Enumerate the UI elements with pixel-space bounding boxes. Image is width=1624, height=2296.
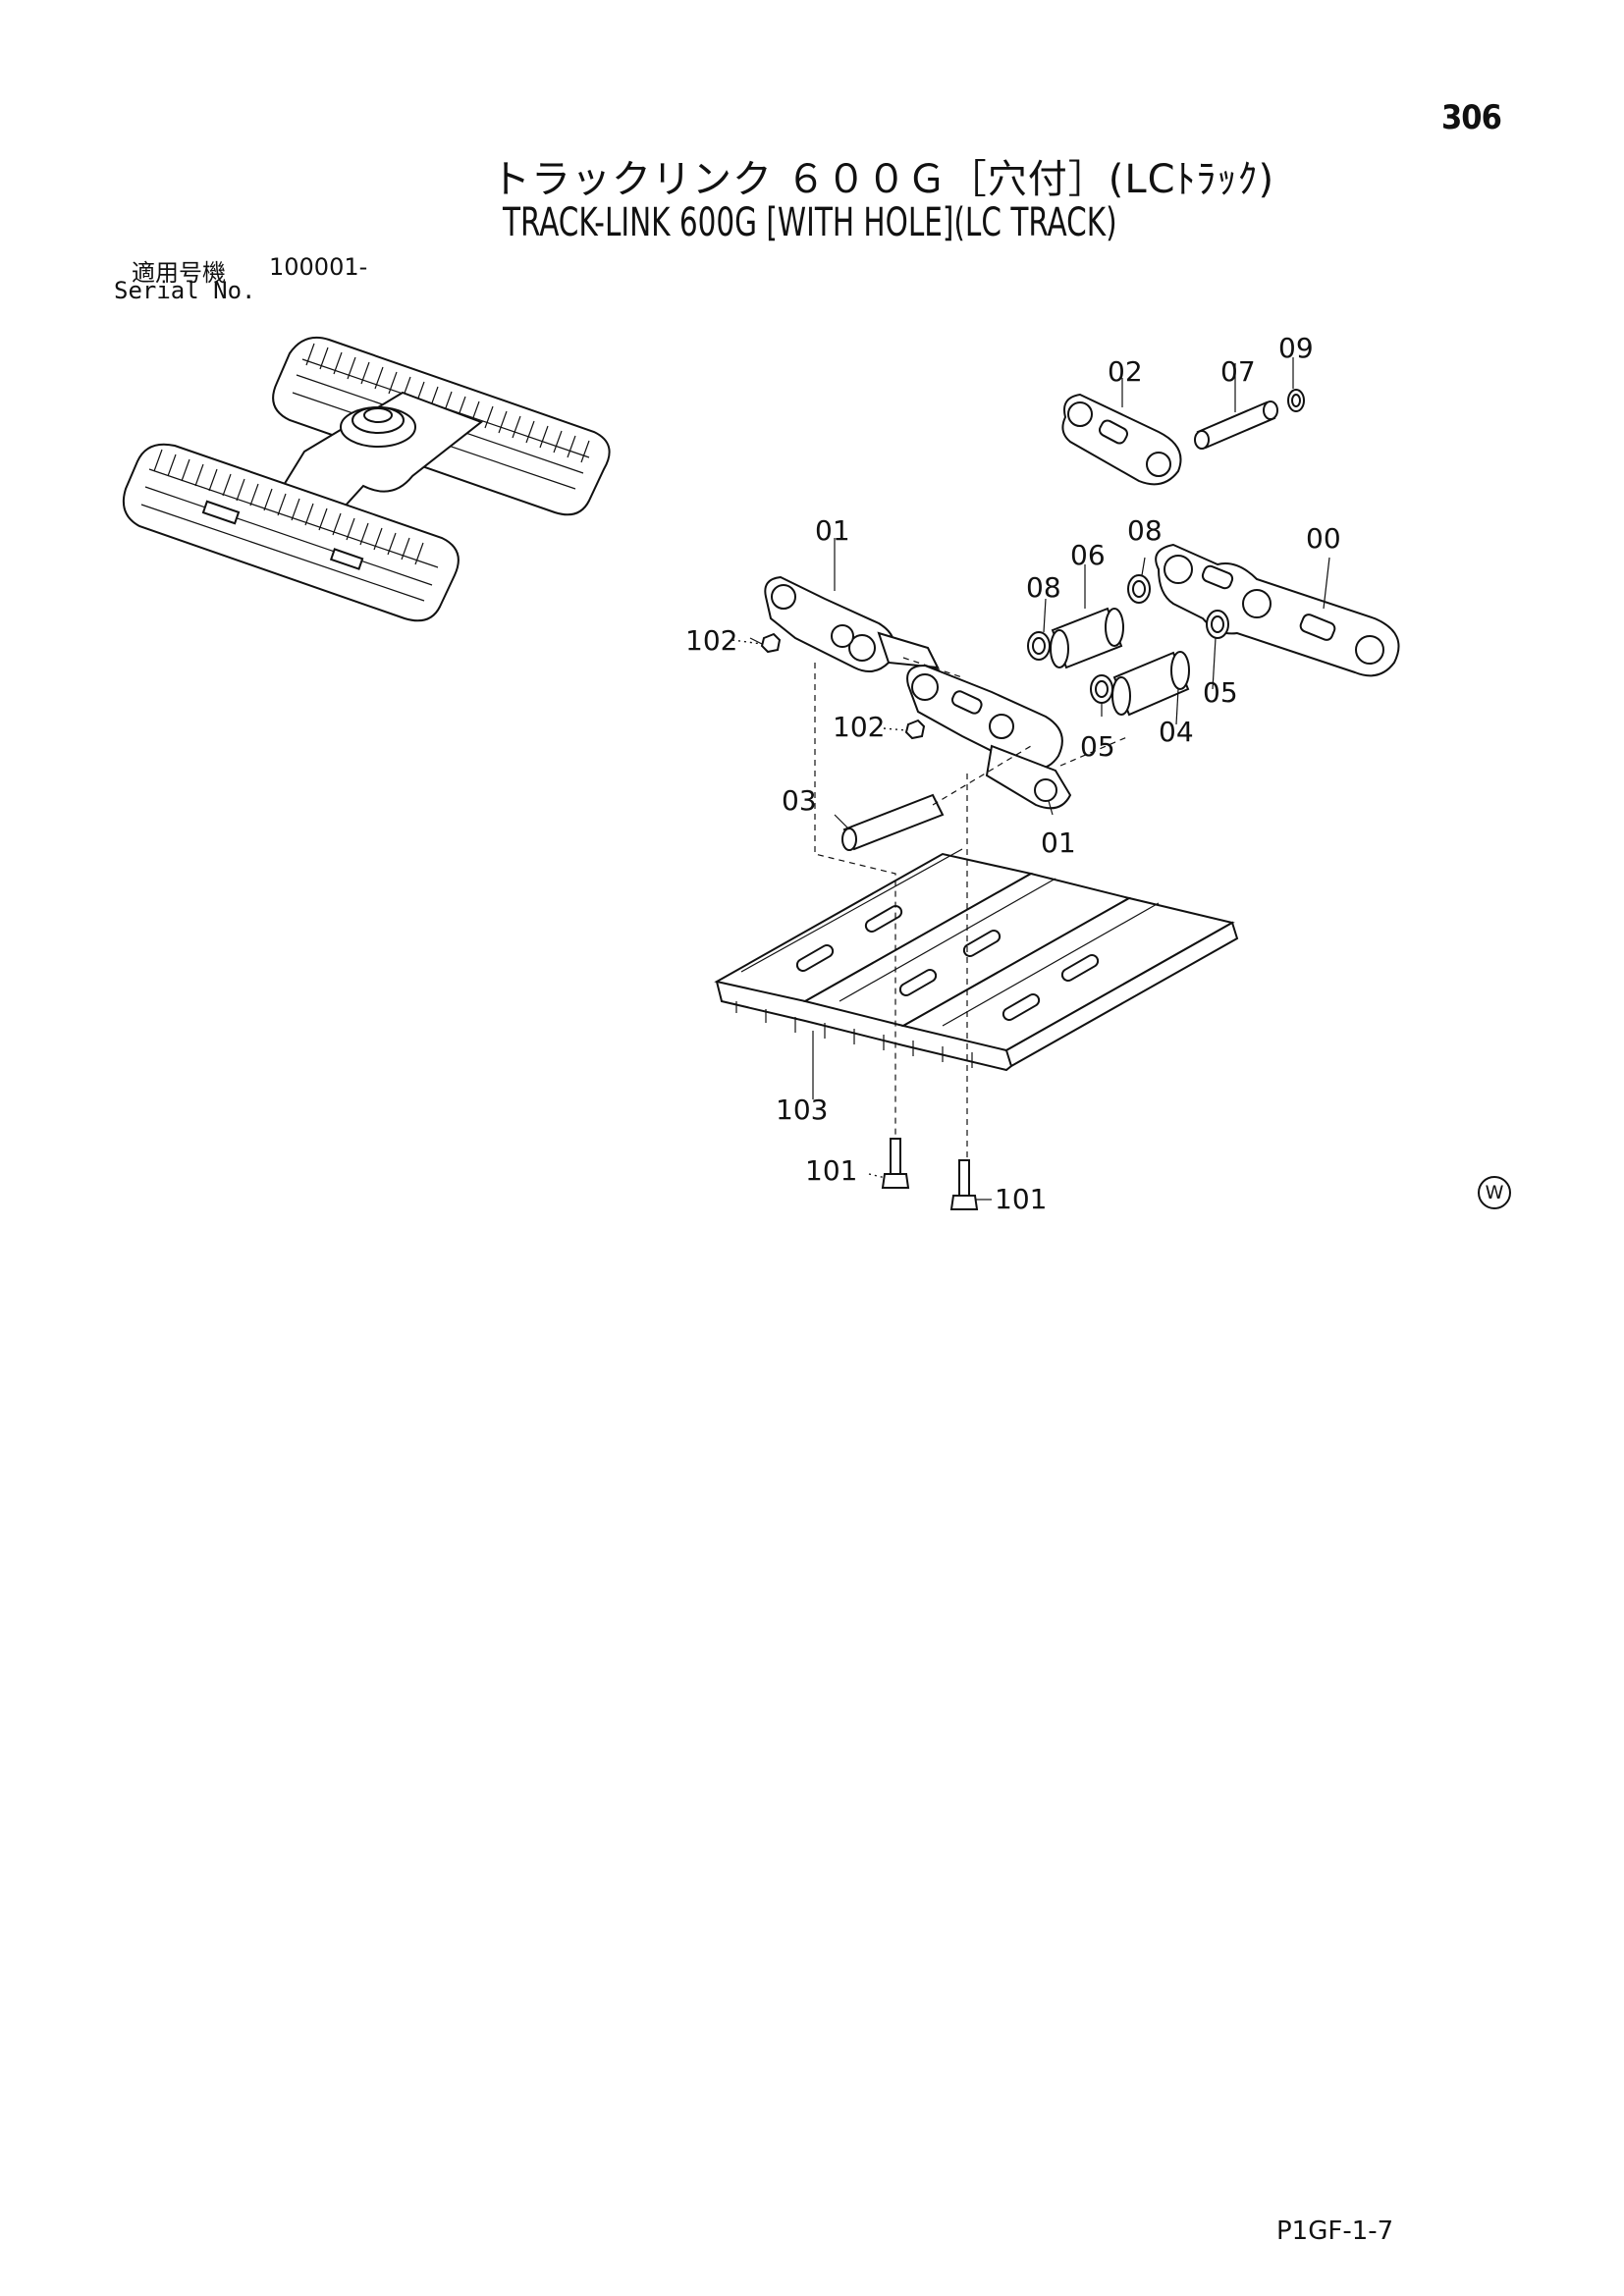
bushing-04-part xyxy=(1111,651,1190,717)
callout-label: 01 xyxy=(815,514,850,547)
nut-102-part xyxy=(904,719,926,740)
track-link-01-part xyxy=(906,664,1072,810)
bolt-101-part xyxy=(881,1138,910,1189)
bushing-06-part xyxy=(1050,607,1124,669)
callout-label: 00 xyxy=(1306,522,1341,555)
track-pin-07-part xyxy=(1194,400,1278,450)
callout-label: 101 xyxy=(995,1183,1047,1215)
document-code: P1GF-1-7 xyxy=(1276,2216,1394,2246)
serial-label-english: Serial No. xyxy=(114,277,256,304)
track-pin-03-part xyxy=(841,793,945,851)
callout-label: 01 xyxy=(1041,827,1076,859)
callout-label: 102 xyxy=(685,624,737,657)
snap-ring-09-part xyxy=(1287,389,1305,412)
spacer-05-part xyxy=(1206,610,1229,639)
page-number: 306 xyxy=(1441,98,1502,137)
callout-label: 07 xyxy=(1220,355,1256,388)
callout-label: 06 xyxy=(1070,539,1106,571)
leader-lines xyxy=(731,357,1330,1201)
callout-label: 08 xyxy=(1127,514,1163,547)
callout-label: 05 xyxy=(1203,676,1238,709)
exploded-parts-diagram: 00 01 01 02 03 04 05 05 06 07 08 08 09 1… xyxy=(685,332,1400,1215)
callout-label: 05 xyxy=(1080,730,1115,763)
nut-102-part xyxy=(760,632,782,654)
bolt-101-part xyxy=(949,1159,979,1210)
front-track-icon xyxy=(122,443,460,622)
callout-label: 09 xyxy=(1278,332,1314,364)
track-link-02-part xyxy=(1061,393,1182,486)
track-link-00-part xyxy=(1155,543,1400,677)
title-english: TRACK-LINK 600G [WITH HOLE](LC TRACK) xyxy=(503,200,1117,245)
callout-label: 08 xyxy=(1026,571,1061,604)
track-link-01-part xyxy=(764,575,940,672)
seal-08-part xyxy=(1027,631,1051,661)
callout-label: 103 xyxy=(776,1094,828,1126)
callout-label: 02 xyxy=(1108,355,1143,388)
w-circle-symbol: W xyxy=(1478,1176,1511,1209)
alignment-lines xyxy=(814,657,1130,1160)
track-shoe-103-part xyxy=(714,848,1239,1072)
callout-label: 03 xyxy=(782,784,817,817)
seal-08-part xyxy=(1127,574,1151,604)
spacer-05-part xyxy=(1090,674,1113,704)
callout-label: 04 xyxy=(1159,716,1194,748)
serial-number-value: 100001- xyxy=(269,253,368,281)
serial-label-japanese: 適用号機 xyxy=(132,259,226,287)
callout-label: 101 xyxy=(805,1154,857,1187)
callout-label: 102 xyxy=(833,711,885,743)
undercarriage-overview-illustration xyxy=(122,336,611,622)
title-japanese: トラックリンク ６００Ｇ［穴付］(LCﾄﾗｯｸ) xyxy=(491,157,1275,202)
